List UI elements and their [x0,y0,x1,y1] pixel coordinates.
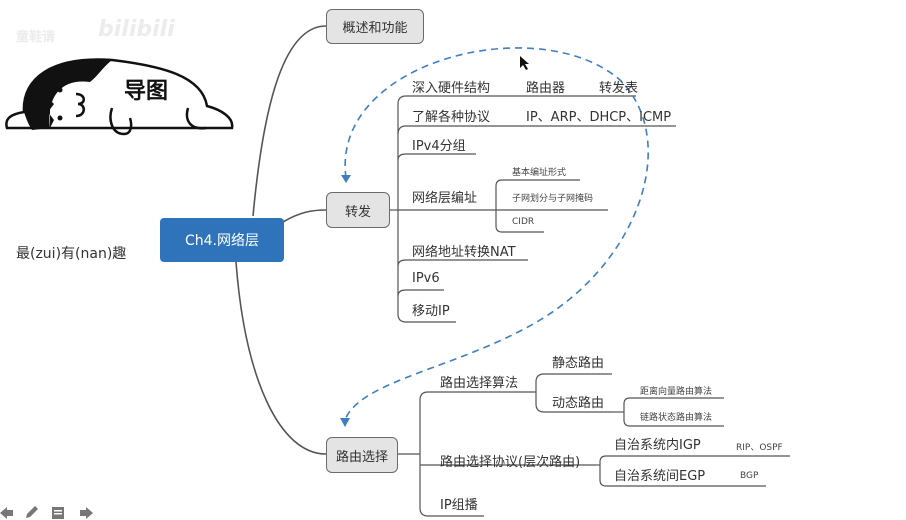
topic-igp-protocols[interactable]: RIP、OSPF [736,443,783,453]
topic-forwarding-table[interactable]: 转发表 [599,81,639,96]
topic-routing-algorithms[interactable]: 路由选择算法 [440,376,519,391]
topic-ipv4-datagram[interactable]: IPv4分组 [412,139,466,154]
topic-subnetting[interactable]: 子网划分与子网掩码 [512,194,594,204]
sticker-image [2,48,234,138]
topic-routing-protocols[interactable]: 路由选择协议(层次路由) [440,455,581,470]
node-forwarding[interactable]: 转发 [326,192,390,228]
mouse-cursor [520,56,529,70]
topic-protocols[interactable]: 了解各种协议 [412,110,491,125]
bilibili-logo: bilibili [98,17,175,42]
root-node-label: Ch4.网络层 [184,233,259,249]
topic-network-addressing[interactable]: 网络层编址 [412,191,478,206]
lying-character-icon [5,58,234,136]
topic-router[interactable]: 路由器 [526,81,566,96]
topic-protocol-list[interactable]: IP、ARP、DHCP、ICMP [526,110,672,125]
relationship-arrowhead-top [341,175,351,183]
topic-egp[interactable]: 自治系统间EGP [614,469,706,484]
sticker-label: 导图 [124,79,169,104]
topic-static-routing[interactable]: 静态路由 [552,356,605,371]
topic-ip-multicast[interactable]: IP组播 [440,498,478,513]
note-icon[interactable] [51,506,65,520]
node-forwarding-label: 转发 [344,204,371,220]
pen-icon[interactable] [25,505,39,519]
topic-mobile-ip[interactable]: 移动IP [412,304,450,319]
relationship-arrow [344,47,649,421]
topic-igp[interactable]: 自治系统内IGP [614,438,701,453]
node-overview[interactable]: 概述和功能 [326,9,424,44]
topic-link-state[interactable]: 链路状态路由算法 [640,413,713,423]
connector-root-overview [252,25,327,217]
node-routing-label: 路由选择 [335,449,388,465]
back-icon[interactable] [0,506,14,520]
root-node[interactable]: Ch4.网络层 [160,218,284,262]
relationship-arrowhead-bottom [340,418,350,427]
side-note: 最(zui)有(nan)趣 [16,246,127,262]
topic-hardware-structure[interactable]: 深入硬件结构 [412,81,491,96]
topic-dynamic-routing[interactable]: 动态路由 [552,396,605,411]
topic-basic-addressing[interactable]: 基本编址形式 [512,168,567,178]
connector-forwarding-trunk [397,125,676,135]
topic-distance-vector[interactable]: 距离向量路由算法 [640,387,713,397]
topic-cidr[interactable]: CIDR [512,217,535,227]
connector-root-forwarding [282,209,327,223]
topic-ipv6[interactable]: IPv6 [412,271,440,286]
topic-nat[interactable]: 网络地址转换NAT [412,245,516,260]
connector-root-routing [235,261,327,455]
node-overview-label: 概述和功能 [342,21,408,36]
topic-egp-protocols[interactable]: BGP [740,471,759,481]
forward-icon[interactable] [79,506,93,520]
node-routing[interactable]: 路由选择 [326,437,398,473]
watermark-text: 童鞋请 [16,30,56,45]
